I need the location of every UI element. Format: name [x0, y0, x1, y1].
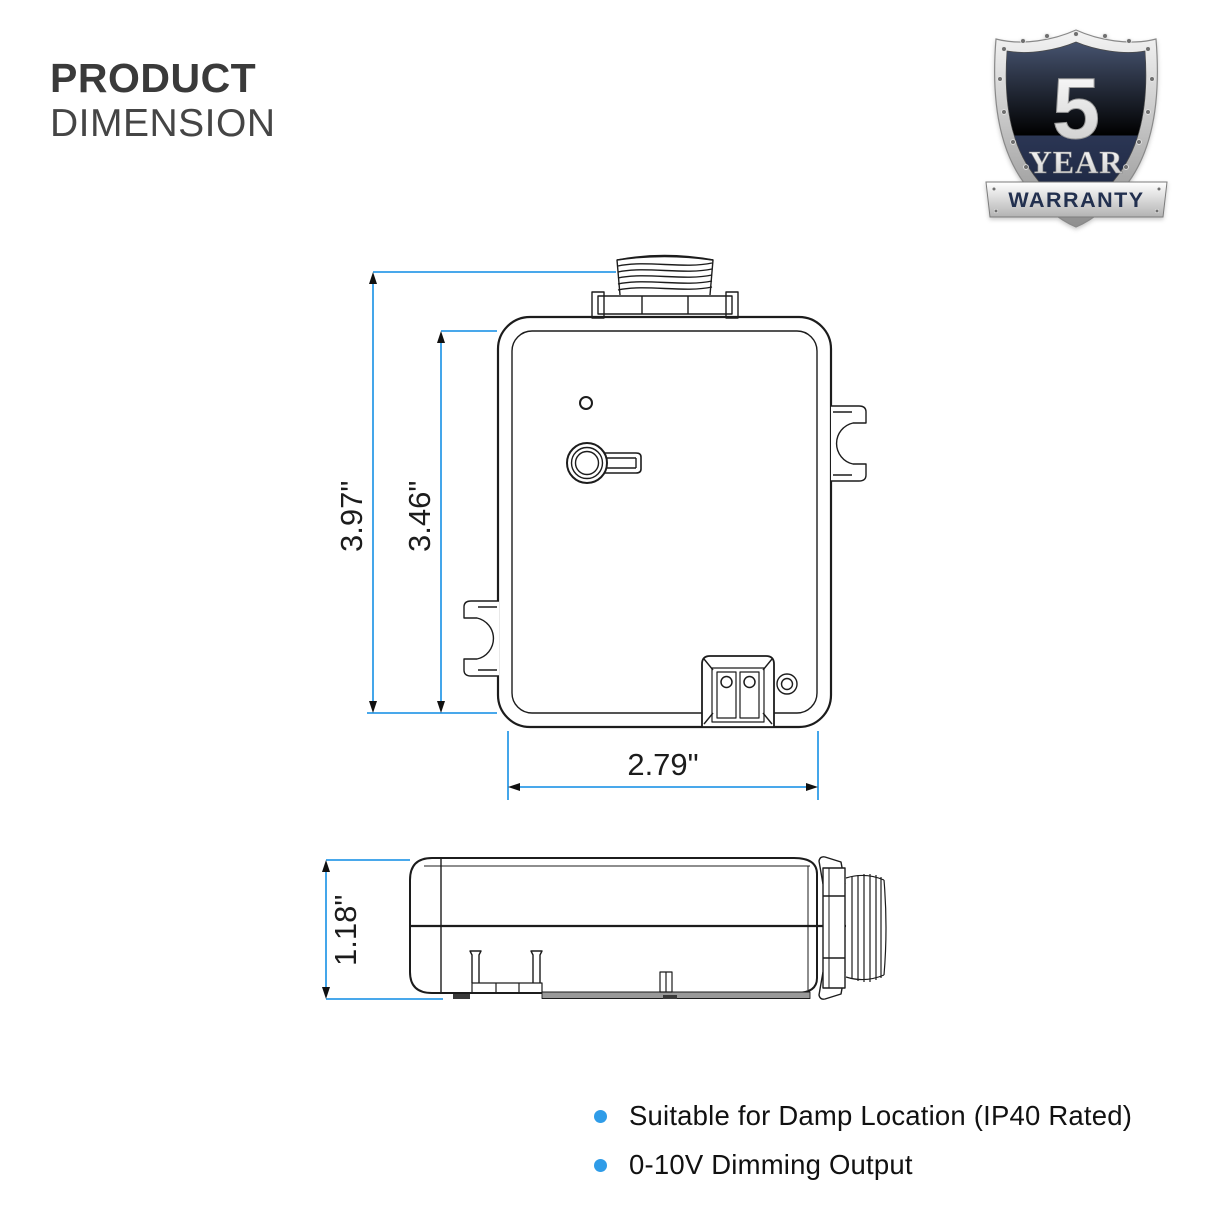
shield-rivets — [997, 31, 1155, 170]
screw-hole — [776, 673, 798, 695]
front-view — [463, 254, 867, 729]
mounting-clip-left — [463, 600, 499, 677]
terminal-block — [701, 655, 775, 728]
side-view — [409, 856, 887, 1000]
badge-years: 5 — [1052, 61, 1100, 157]
bullet-icon — [594, 1109, 607, 1123]
locknut-flange — [591, 291, 739, 319]
dimension-lines — [325, 271, 819, 1000]
led-indicator — [579, 396, 593, 410]
side-hook-left — [469, 950, 482, 983]
side-bottom-tray — [471, 982, 543, 994]
side-tab — [659, 971, 673, 993]
adjustment-knob — [566, 442, 642, 484]
side-foot-left — [453, 994, 470, 999]
feature-item-dimming: 0-10V Dimming Output — [594, 1149, 1132, 1181]
mounting-clip-right — [831, 405, 867, 482]
dimension-label-body-height: 3.46" — [402, 481, 437, 552]
page-title-line2: DIMENSION — [50, 101, 276, 145]
side-hook-right — [530, 950, 543, 983]
side-locknut — [818, 856, 846, 1000]
enclosure-outer — [496, 315, 833, 729]
bullet-icon — [594, 1158, 607, 1172]
page-title-line1: PRODUCT — [50, 55, 257, 101]
feature-text: Suitable for Damp Location (IP40 Rated) — [629, 1100, 1133, 1131]
badge-warranty-label: WARRANTY — [1008, 188, 1144, 212]
badge-year-label: YEAR — [1029, 144, 1124, 180]
feature-item-damp-location: Suitable for Damp Location (IP40 Rated) — [594, 1100, 1132, 1132]
dimension-arrows — [322, 272, 818, 999]
dimension-label-overall-height: 3.97" — [334, 481, 369, 552]
warranty-badge-icon: 5 YEAR WARRANTY — [985, 29, 1168, 228]
dimension-label-body-width: 2.79" — [627, 747, 698, 782]
warranty-ribbon: WARRANTY — [985, 181, 1168, 218]
feature-text: 0-10V Dimming Output — [629, 1149, 913, 1180]
feature-list: Suitable for Damp Location (IP40 Rated) … — [594, 1100, 1132, 1198]
dimension-label-depth: 1.18" — [328, 895, 363, 966]
enclosure-inner — [511, 330, 818, 714]
side-thread-connector — [845, 874, 887, 982]
thread-connector-top — [616, 254, 714, 296]
side-foot-right — [663, 995, 677, 999]
page-title: PRODUCT DIMENSION — [50, 55, 276, 146]
